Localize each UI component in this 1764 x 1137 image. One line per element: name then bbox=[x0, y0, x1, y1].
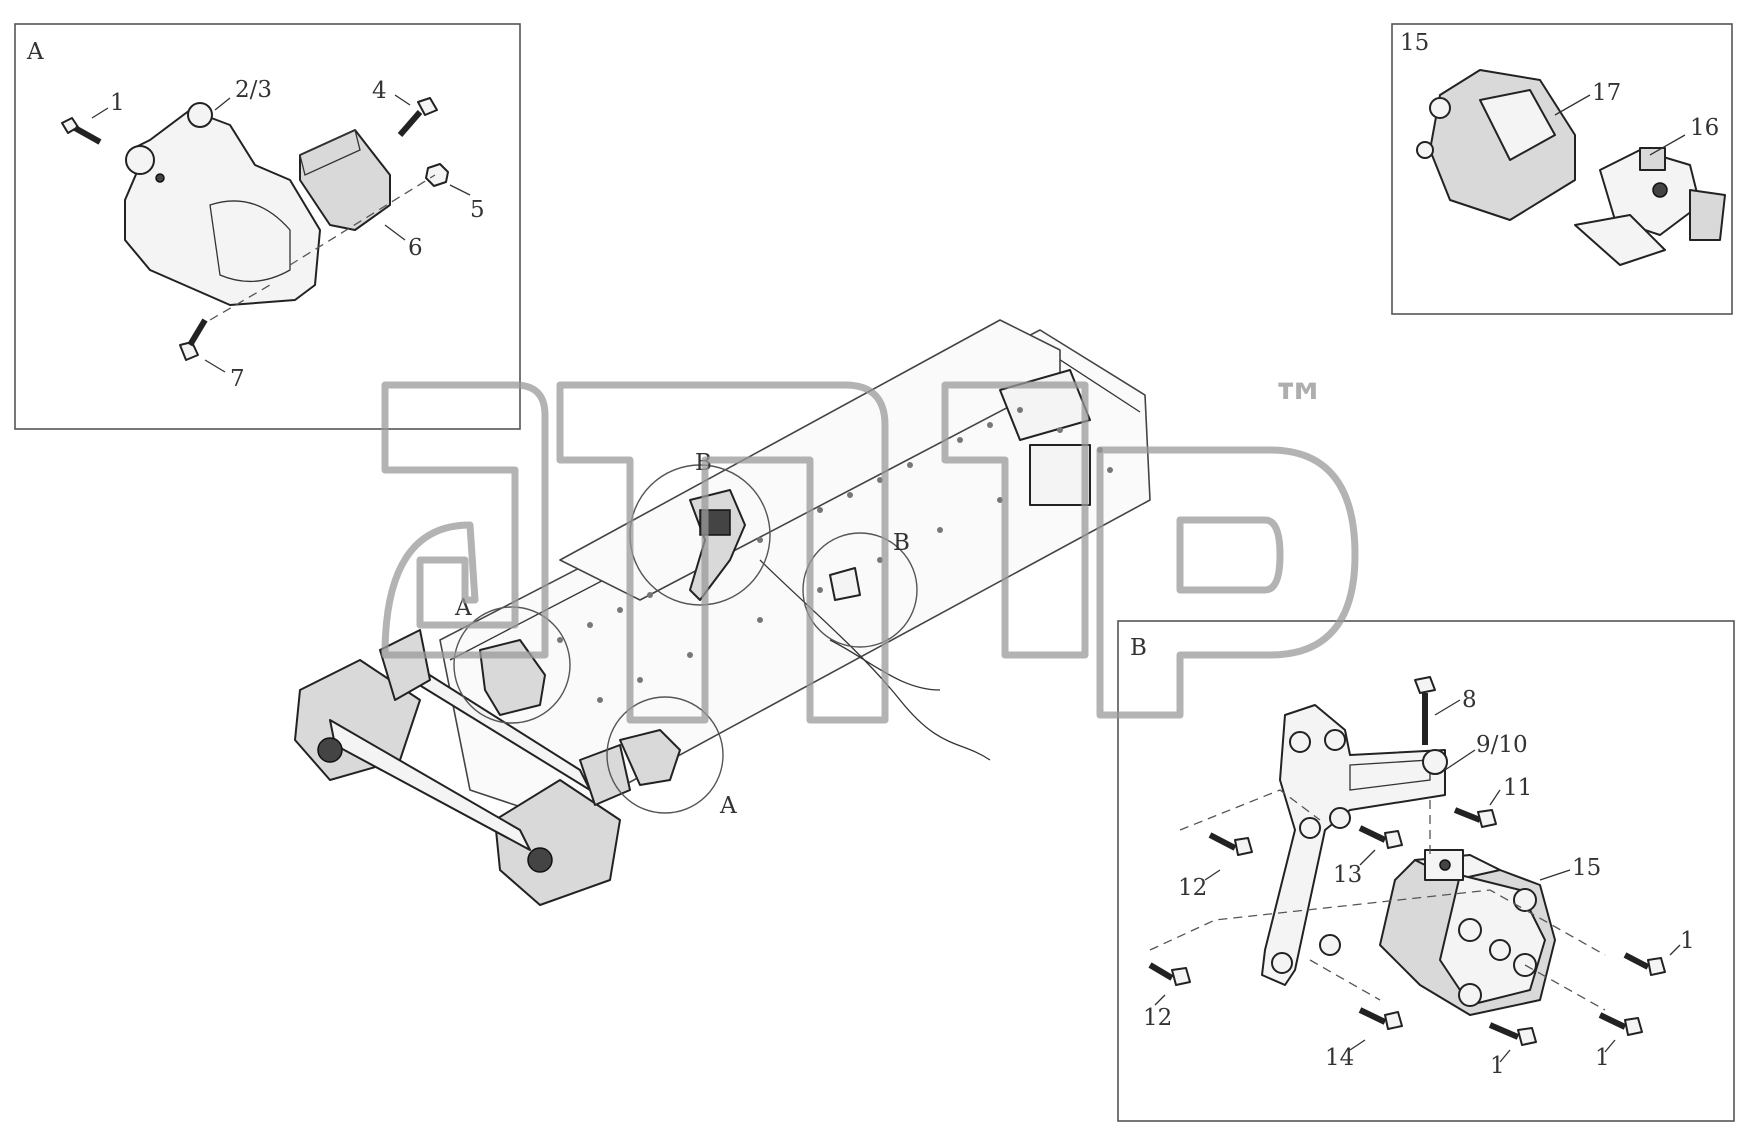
watermark-tm: ™ bbox=[1270, 371, 1328, 439]
detail-a-box bbox=[14, 23, 521, 430]
callout-circle-a-2 bbox=[606, 696, 724, 814]
callout-circle-b-2 bbox=[802, 532, 918, 648]
detail-b-panel: B bbox=[1117, 620, 1735, 1122]
callout-a-2-3: 2/3 bbox=[235, 77, 272, 103]
mount-a-right-part bbox=[619, 729, 681, 786]
mount-b-right-part bbox=[829, 567, 861, 601]
assembly-line-b1 bbox=[1179, 789, 1321, 831]
callout-b-11: 11 bbox=[1503, 775, 1532, 801]
bracket-plate-face bbox=[209, 200, 291, 283]
assembly-line-b5 bbox=[1524, 964, 1606, 1011]
engine-mount-part-15 bbox=[1379, 849, 1556, 1016]
callout-b-14: 14 bbox=[1325, 1045, 1354, 1071]
watermark-glyph-4 bbox=[1096, 446, 1359, 719]
watermark-glyph-3 bbox=[941, 381, 1089, 659]
bolt-1 bbox=[61, 117, 102, 145]
bolt-11 bbox=[1453, 807, 1497, 828]
detail-15-box bbox=[1391, 23, 1733, 315]
bolt-14 bbox=[1358, 1007, 1403, 1030]
front-axle-assembly bbox=[294, 629, 631, 906]
bolt-1-right bbox=[1623, 952, 1666, 976]
callout-b-12-upper: 12 bbox=[1178, 875, 1207, 901]
callout-a-4: 4 bbox=[372, 78, 387, 104]
mount-part-16 bbox=[1574, 147, 1726, 266]
bolt-1-bottom-right bbox=[1598, 1012, 1643, 1036]
callout-15-17: 17 bbox=[1592, 80, 1621, 106]
callout-b-15: 15 bbox=[1572, 855, 1601, 881]
callout-b-9-10: 9/10 bbox=[1476, 732, 1528, 758]
detail-15-panel: 15 17 16 bbox=[1391, 23, 1733, 315]
frame-rail-near bbox=[439, 329, 1151, 821]
pipe-line bbox=[759, 559, 991, 761]
callout-b-13: 13 bbox=[1333, 862, 1362, 888]
callout-b-12-lower: 12 bbox=[1143, 1005, 1172, 1031]
bracket-ear-top bbox=[187, 102, 213, 128]
detail-a-title: A bbox=[26, 39, 44, 65]
watermark-glyph-1 bbox=[381, 381, 549, 659]
mount-part-17 bbox=[1416, 69, 1576, 221]
cross-member-plate bbox=[1029, 444, 1091, 506]
assembly-line-a bbox=[289, 174, 436, 266]
detail-15-title: 15 bbox=[1400, 30, 1429, 56]
assembly-line-b3 bbox=[1309, 959, 1381, 1001]
bolt-12-lower bbox=[1148, 962, 1191, 986]
nut-5 bbox=[425, 163, 449, 187]
bolt-13 bbox=[1358, 825, 1403, 849]
bracket-ear-left bbox=[125, 145, 155, 175]
bolt-8 bbox=[1414, 676, 1436, 745]
main-callout-b-right: B bbox=[893, 530, 910, 556]
bolt-4 bbox=[397, 97, 438, 137]
assembly-line-a2 bbox=[209, 284, 271, 321]
bolt-12-upper bbox=[1208, 832, 1253, 856]
watermark-glyph-2 bbox=[556, 381, 889, 724]
assembly-line-b2 bbox=[1149, 889, 1606, 956]
bolt-7 bbox=[179, 318, 208, 361]
callout-b-1-bottom-left: 1 bbox=[1490, 1053, 1505, 1079]
detail-b-box bbox=[1117, 620, 1735, 1122]
detail-a-panel: A 1 bbox=[14, 23, 521, 430]
block-6 bbox=[299, 129, 391, 231]
callout-b-1-bottom-right: 1 bbox=[1595, 1045, 1610, 1071]
callout-a-7: 7 bbox=[230, 366, 245, 392]
main-callout-a-right: A bbox=[719, 793, 737, 819]
callout-a-6: 6 bbox=[408, 235, 423, 261]
mount-a-left-part bbox=[479, 639, 546, 716]
bracket-part-9-10 bbox=[1261, 704, 1448, 986]
callout-a-5: 5 bbox=[470, 197, 485, 223]
callout-a-1: 1 bbox=[110, 90, 125, 116]
detail-b-title: B bbox=[1130, 635, 1147, 661]
callout-b-8: 8 bbox=[1462, 687, 1477, 713]
callout-b-1-right: 1 bbox=[1680, 928, 1695, 954]
callout-15-16: 16 bbox=[1690, 115, 1719, 141]
bolt-1-bottom-left bbox=[1488, 1022, 1537, 1046]
watermark-logo: ™ bbox=[381, 371, 1359, 724]
